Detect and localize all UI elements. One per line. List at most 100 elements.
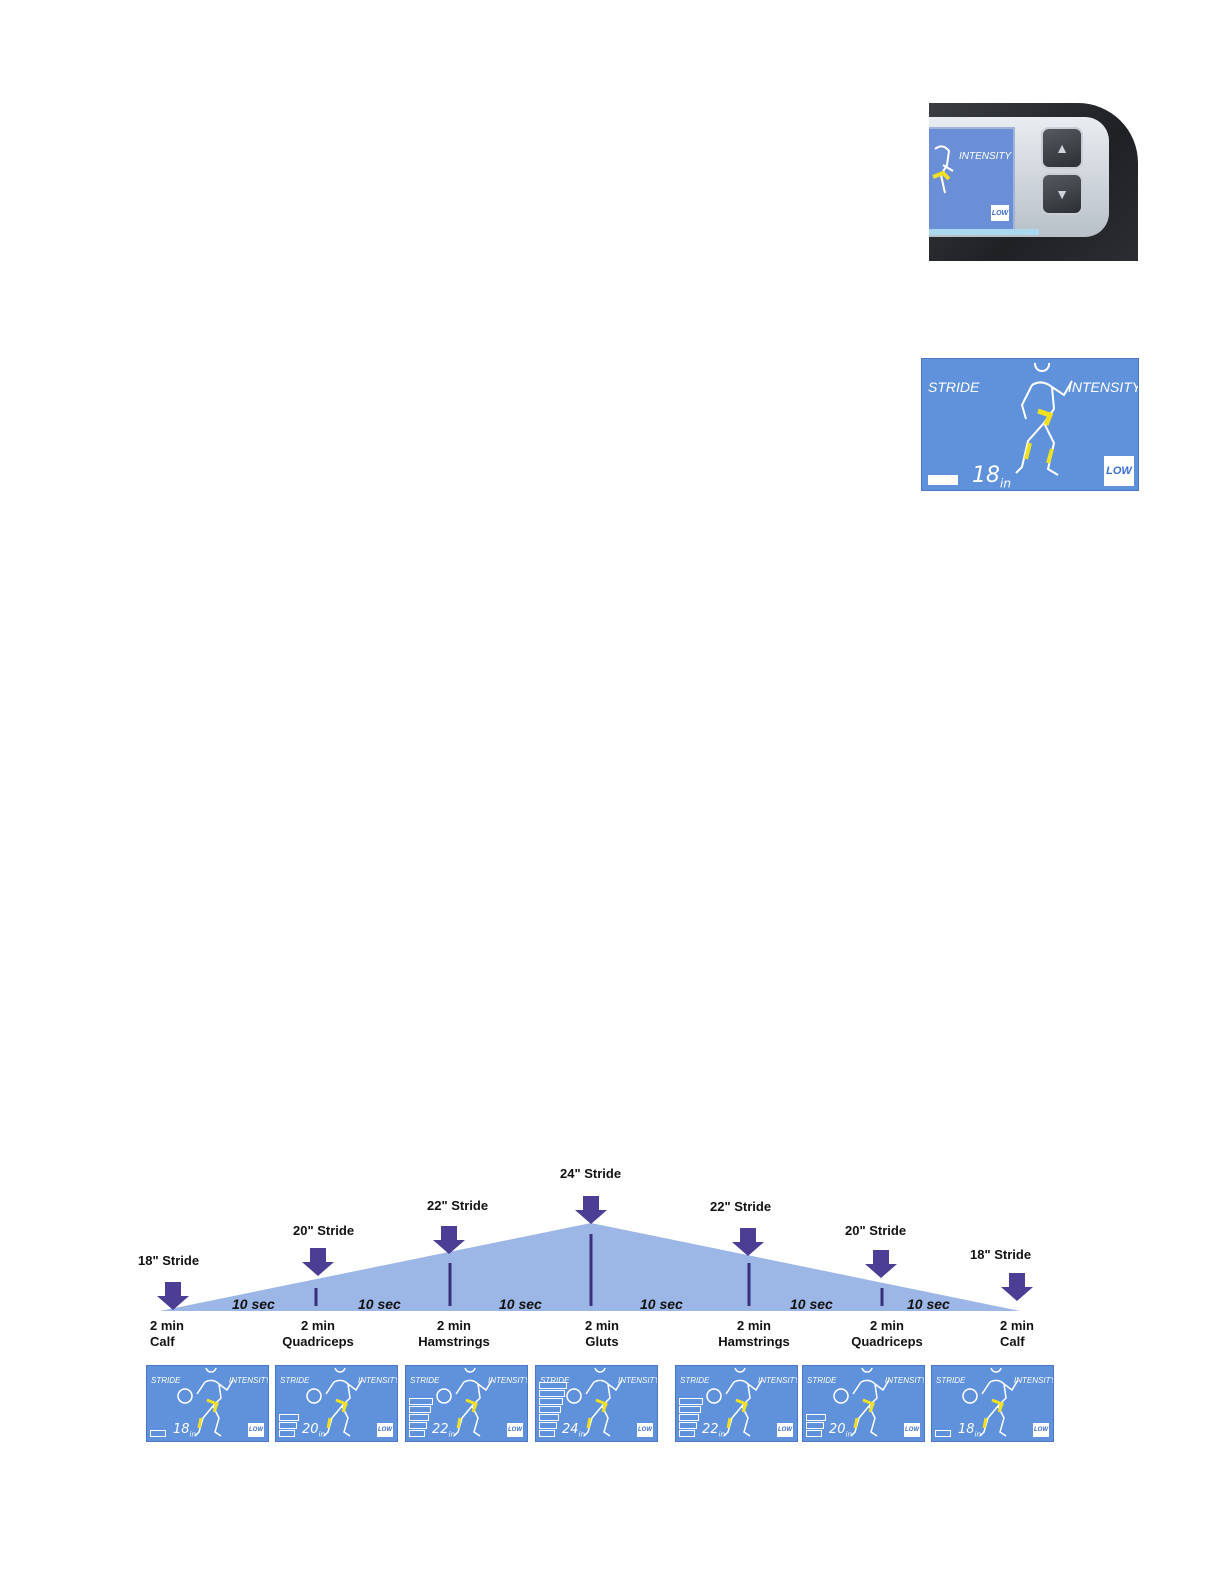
stride-level-bar: [409, 1406, 431, 1413]
lcd-low-badge: LOW: [904, 1423, 920, 1437]
lcd-stride-value: 20in: [302, 1422, 326, 1439]
stride-level-bar: [150, 1430, 166, 1437]
segment-duration-label: 10 sec: [907, 1296, 950, 1312]
stride-ramp-diagram: [157, 1196, 1033, 1311]
lcd-low-badge: LOW: [248, 1423, 264, 1437]
stride-level-bar: [806, 1414, 826, 1421]
lcd-intensity-label: INTENSITY: [1068, 379, 1139, 395]
lcd-intensity-label: INTENSITY: [229, 1376, 269, 1385]
stride-level-bar: [539, 1430, 555, 1437]
runner-figure-icon: [833, 1368, 890, 1437]
console-intensity-label: INTENSITY: [959, 151, 1012, 162]
runner-figure-icon: [566, 1368, 623, 1437]
stride-level-bar: [935, 1430, 951, 1437]
lcd-intensity-label: INTENSITY: [488, 1376, 528, 1385]
stage-lcd: STRIDE INTENSITY 20in LOW: [275, 1365, 398, 1442]
runner-figure-icon: [706, 1368, 763, 1437]
lcd-stride-label: STRIDE: [680, 1376, 710, 1385]
lcd-stride-value: 18in: [173, 1422, 197, 1439]
lcd-stride-value: 24in: [562, 1422, 586, 1439]
segment-duration-label: 10 sec: [232, 1296, 275, 1312]
stride-level-bar: [679, 1430, 695, 1437]
stride-level-bar: [279, 1414, 299, 1421]
lcd-low-badge: LOW: [1104, 456, 1134, 486]
stride-level-bar: [679, 1406, 701, 1413]
down-arrow-icon: [575, 1196, 607, 1224]
down-arrow-icon: [1001, 1273, 1033, 1301]
console-low-badge: LOW: [991, 205, 1009, 221]
stage-lcd: STRIDE INTENSITY 22in LOW: [675, 1365, 798, 1442]
lcd-stride-value: 18in: [958, 1422, 982, 1439]
stride-level-bar: [409, 1430, 425, 1437]
segment-duration-label: 10 sec: [790, 1296, 833, 1312]
stride-level-bar: [409, 1398, 433, 1405]
stride-level-bar: [539, 1390, 565, 1397]
stride-level-bar: [279, 1422, 297, 1429]
runner-figure-icon: [177, 1368, 234, 1437]
lcd-intensity-label: INTENSITY: [358, 1376, 398, 1385]
down-arrow-icon: ▼: [1055, 186, 1069, 202]
lcd-stride-label: STRIDE: [540, 1376, 570, 1385]
stride-label: 24" Stride: [560, 1166, 622, 1181]
intensity-down-button[interactable]: ▼: [1041, 173, 1083, 215]
segment-duration-label: 10 sec: [499, 1296, 542, 1312]
lcd-low-badge: LOW: [637, 1423, 653, 1437]
lcd-intensity-label: INTENSITY: [758, 1376, 798, 1385]
lcd-stride-value: 22in: [702, 1422, 726, 1439]
lcd-stride-label: STRIDE: [807, 1376, 837, 1385]
lcd-low-badge: LOW: [777, 1423, 793, 1437]
runner-figure-icon: [962, 1368, 1019, 1437]
lcd-intensity-label: INTENSITY: [1014, 1376, 1054, 1385]
down-arrow-icon: [433, 1226, 465, 1254]
runner-figure-icon: [306, 1368, 363, 1437]
stride-level-bar: [806, 1430, 822, 1437]
stride-label: 18" Stride: [970, 1247, 1032, 1262]
stride-level-bar: [539, 1398, 563, 1405]
stride-level-bar: [409, 1422, 427, 1429]
runner-figure-icon: [1015, 363, 1073, 476]
segment-duration-label: 10 sec: [640, 1296, 683, 1312]
stride-label: 22" Stride: [427, 1198, 489, 1213]
up-arrow-icon: ▲: [1055, 140, 1069, 156]
lcd-intensity-label: INTENSITY: [885, 1376, 925, 1385]
stride-level-bar: [539, 1382, 567, 1389]
console-photo: INTENSITY LOW ▲ ▼: [929, 103, 1138, 261]
stride-level-bar: [409, 1414, 429, 1421]
console-strip: [929, 229, 1039, 235]
console-screen: INTENSITY LOW: [929, 127, 1015, 231]
stride-level-bar: [539, 1422, 557, 1429]
stride-label: 20" Stride: [845, 1223, 907, 1238]
stride-level-bar: [928, 475, 958, 485]
lcd-low-badge: LOW: [507, 1423, 523, 1437]
runner-figure-icon: [436, 1368, 493, 1437]
down-arrow-icon: [732, 1228, 764, 1256]
lcd-stride-value: 22in: [432, 1422, 456, 1439]
stride-level-bar: [539, 1414, 559, 1421]
stride-level-bar: [679, 1398, 703, 1405]
lcd-stride-value: 18in: [972, 463, 1012, 491]
lcd-intensity-label: INTENSITY: [618, 1376, 658, 1385]
segment-duration-label: 10 sec: [358, 1296, 401, 1312]
down-arrow-icon: [302, 1248, 334, 1276]
intensity-up-button[interactable]: ▲: [1041, 127, 1083, 169]
down-arrow-icon: [157, 1282, 189, 1310]
stride-level-bar: [539, 1406, 561, 1413]
lcd-stride-label: STRIDE: [280, 1376, 310, 1385]
stride-level-bar: [806, 1422, 824, 1429]
stride-level-bar: [679, 1422, 697, 1429]
stride-display-lcd: STRIDE INTENSITY 18in LOW: [921, 358, 1139, 491]
stride-level-bar: [279, 1430, 295, 1437]
lcd-low-badge: LOW: [377, 1423, 393, 1437]
stage-lcd: STRIDE INTENSITY 24in LOW: [535, 1365, 658, 1442]
down-arrow-icon: [865, 1250, 897, 1278]
lcd-stride-label: STRIDE: [151, 1376, 181, 1385]
stage-lcd: STRIDE INTENSITY 22in LOW: [405, 1365, 528, 1442]
lcd-stride-label: STRIDE: [410, 1376, 440, 1385]
